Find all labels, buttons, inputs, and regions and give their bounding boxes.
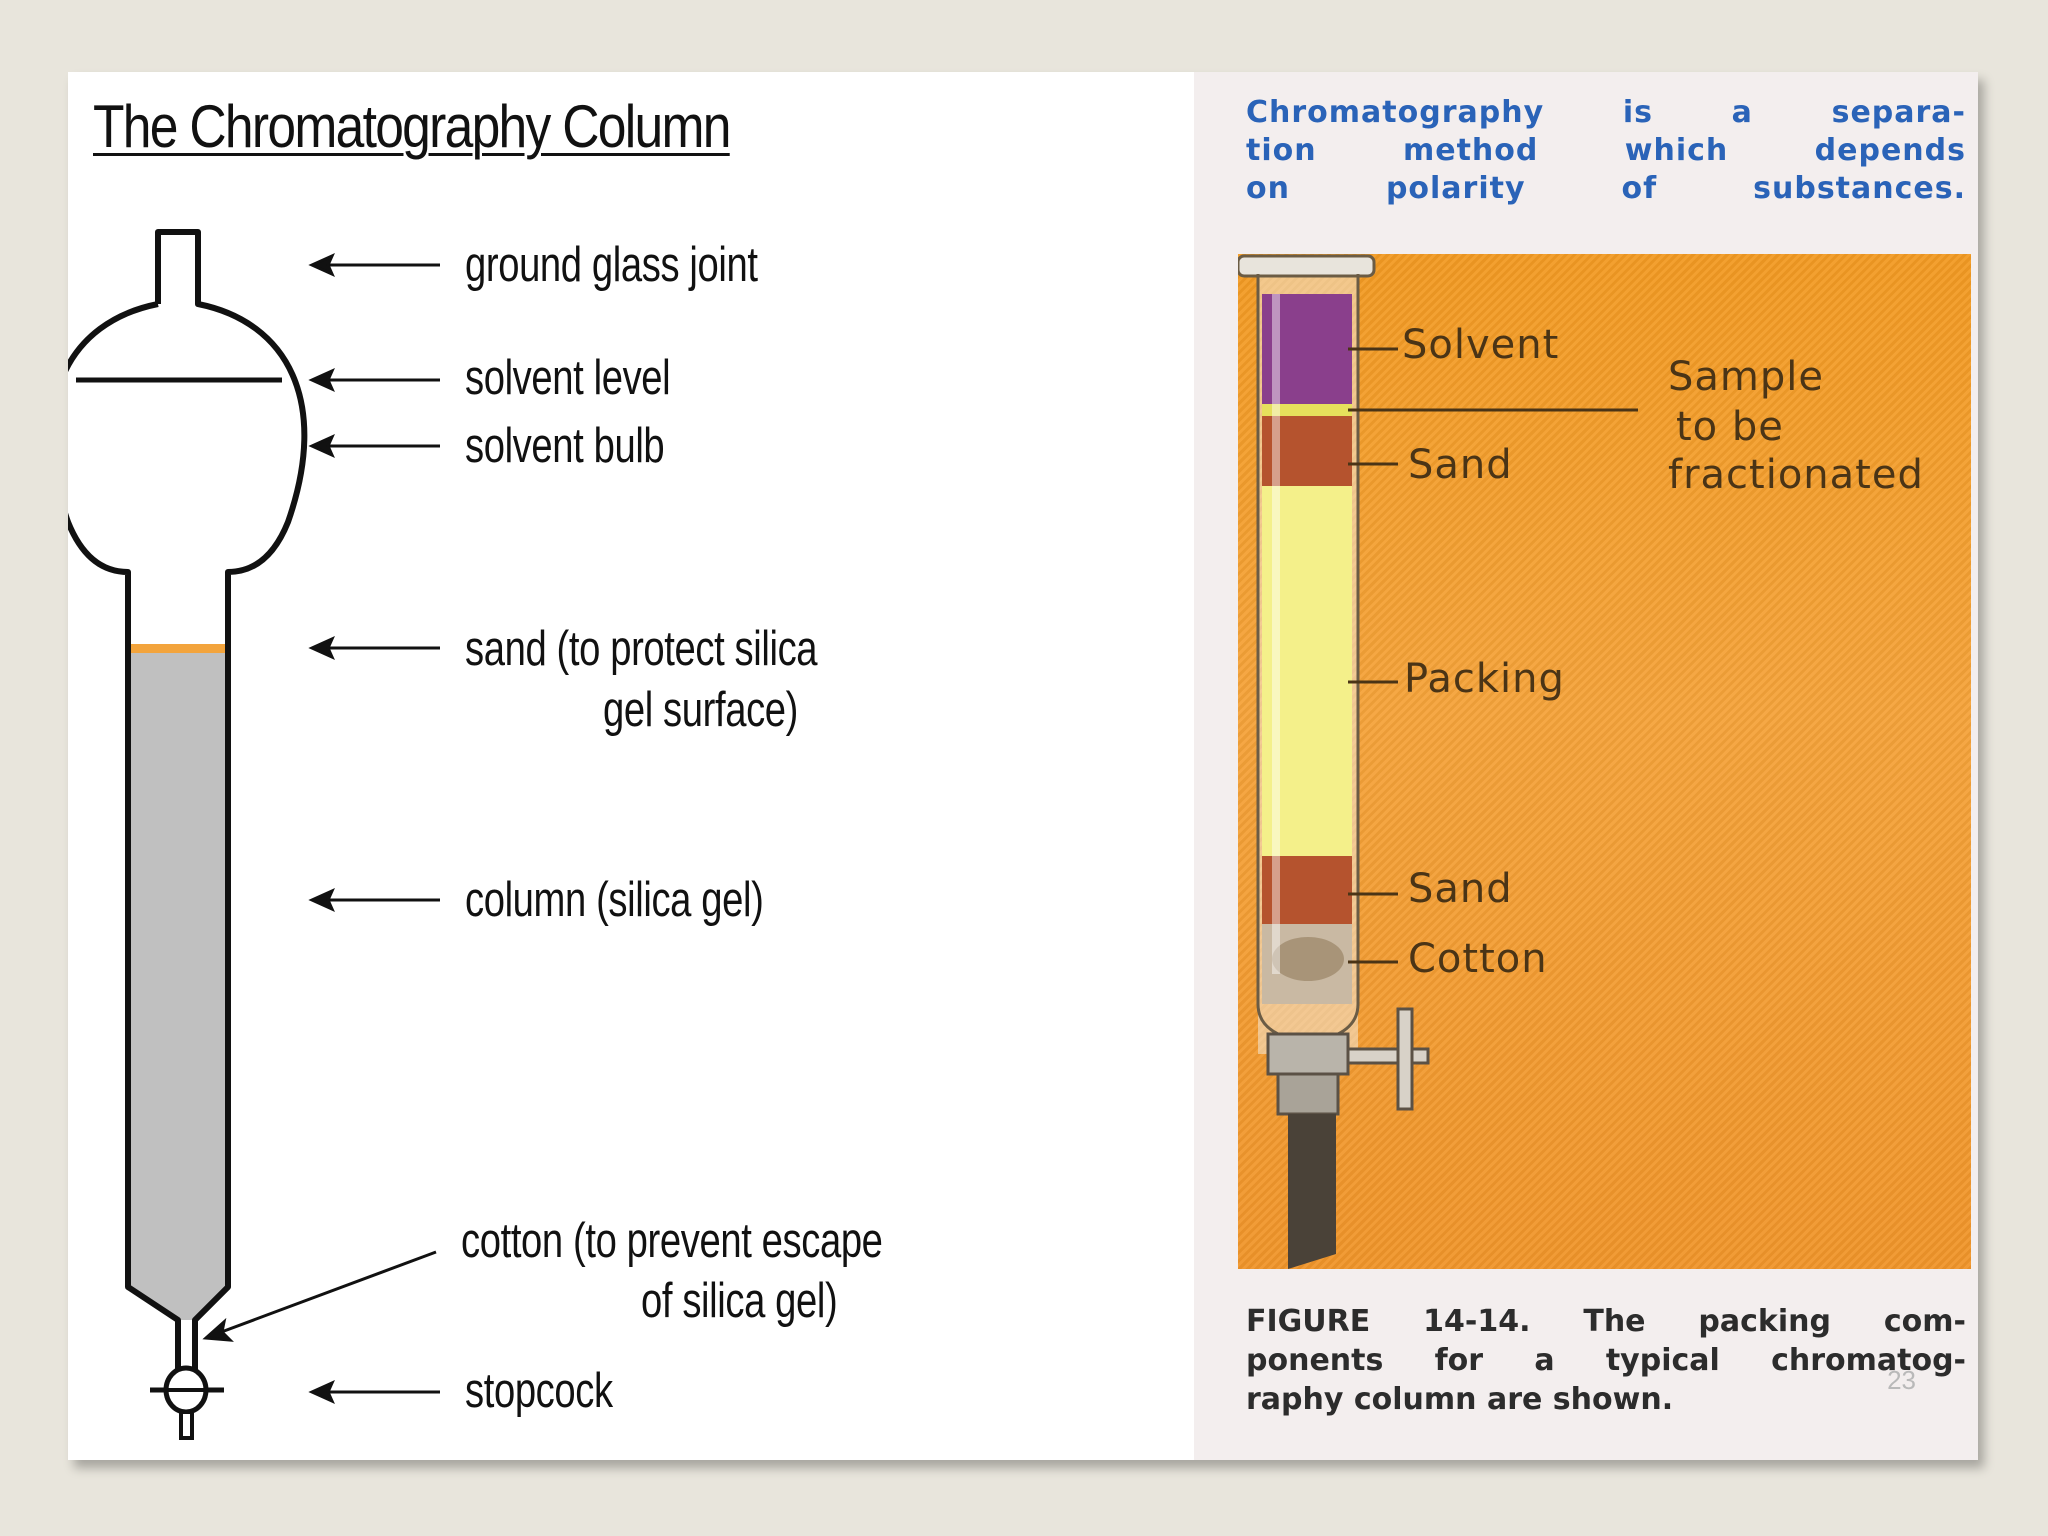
label-stopcock: stopcock	[465, 1364, 613, 1418]
arrow-sand	[308, 636, 440, 660]
fig-label-sample-line3: fractionated	[1668, 452, 1924, 498]
fig-label-sample-line2: to be	[1676, 404, 1784, 450]
figure-caption: FIGURE 14-14. The packing com- ponents f…	[1246, 1302, 1966, 1419]
fig-label-packing: Packing	[1404, 656, 1565, 702]
chromatography-definition: Chromatography is a separa- tion method …	[1246, 94, 1966, 208]
sand-layer	[128, 644, 228, 653]
arrow-column	[308, 888, 440, 912]
packed-column-illustration	[1238, 254, 1638, 1269]
sand-top-layer	[1262, 416, 1352, 486]
arrow-stopcock	[308, 1380, 440, 1404]
label-sand-line2: gel surface)	[603, 683, 799, 737]
label-solvent-level: solvent level	[465, 351, 671, 405]
label-cotton-line1: cotton (to prevent escape	[461, 1214, 883, 1268]
sand-bottom-layer	[1262, 856, 1352, 924]
label-solvent-bulb: solvent bulb	[465, 419, 665, 473]
figure-orange-background: Solvent Sample to be fractionated Sand P…	[1238, 254, 1971, 1269]
left-diagram-panel: The Chromatography Column	[68, 72, 1196, 1460]
arrow-ground-glass-joint	[308, 253, 440, 277]
fig-label-sample-line1: Sample	[1668, 354, 1824, 400]
caption-line-1: FIGURE 14-14. The packing com-	[1246, 1304, 1966, 1339]
label-ground-glass-joint: ground glass joint	[465, 238, 758, 292]
fig-label-sand-bottom: Sand	[1408, 866, 1513, 912]
definition-line-2: tion method which depends	[1246, 133, 1966, 168]
solvent-layer	[1262, 294, 1352, 404]
sample-band	[1262, 404, 1352, 416]
packing-layer	[1262, 486, 1352, 856]
arrow-solvent-bulb	[308, 434, 440, 458]
stopcock-shape	[150, 1365, 224, 1440]
caption-line-2: ponents for a typical chromatog-	[1246, 1343, 1966, 1378]
label-sand-line1: sand (to protect silica	[465, 622, 818, 676]
diagram-title: The Chromatography Column	[93, 93, 731, 160]
fig-label-sand-top: Sand	[1408, 442, 1513, 488]
arrow-solvent-level	[308, 368, 440, 392]
definition-line-3: on polarity of substances.	[1246, 171, 1966, 206]
definition-line-1: Chromatography is a separa-	[1246, 95, 1966, 130]
slide: The Chromatography Column	[68, 72, 1978, 1460]
caption-line-3: raphy column are shown.	[1246, 1382, 1674, 1417]
silica-gel-fill	[128, 652, 228, 1320]
column-diagram	[68, 229, 440, 1440]
page-number: 23	[1887, 1365, 1916, 1395]
arrow-cotton	[202, 1250, 437, 1342]
fig-label-solvent: Solvent	[1402, 322, 1560, 368]
column-outline	[68, 229, 308, 1372]
label-column: column (silica gel)	[465, 873, 764, 927]
right-photo-panel: Chromatography is a separa- tion method …	[1194, 72, 1978, 1460]
fig-label-cotton: Cotton	[1408, 936, 1548, 982]
label-cotton-line2: of silica gel)	[641, 1274, 838, 1328]
